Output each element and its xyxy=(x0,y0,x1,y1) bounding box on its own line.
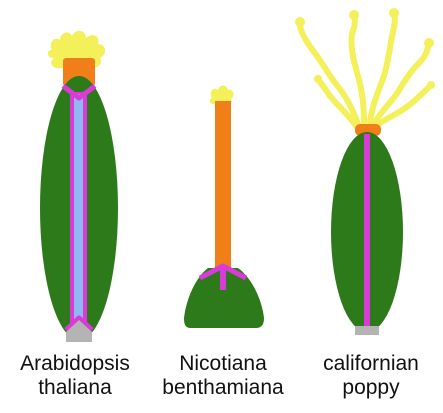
nicotiana-pistil xyxy=(184,86,264,329)
poppy-stigma-tufts xyxy=(295,8,435,89)
arabidopsis-transmitting-tract xyxy=(74,94,83,322)
arabidopsis-pistil xyxy=(40,31,118,342)
nicotiana-label-line2: benthamiana xyxy=(148,376,298,400)
arabidopsis-label: Arabidopsis thaliana xyxy=(0,352,150,400)
poppy-pistil xyxy=(295,8,435,335)
nicotiana-style xyxy=(215,101,231,275)
poppy-label-line2: poppy xyxy=(296,376,443,400)
poppy-septum xyxy=(364,134,370,328)
poppy-label: californian poppy xyxy=(296,352,443,400)
arabidopsis-label-line2: thaliana xyxy=(0,376,150,400)
poppy-label-line1: californian xyxy=(296,352,443,376)
nicotiana-label-line1: Nicotiana xyxy=(148,352,298,376)
poppy-base xyxy=(355,326,379,335)
nicotiana-label: Nicotiana benthamiana xyxy=(148,352,298,400)
nicotiana-septum xyxy=(220,266,226,290)
poppy-stigma xyxy=(300,14,430,126)
arabidopsis-label-line1: Arabidopsis xyxy=(0,352,150,376)
